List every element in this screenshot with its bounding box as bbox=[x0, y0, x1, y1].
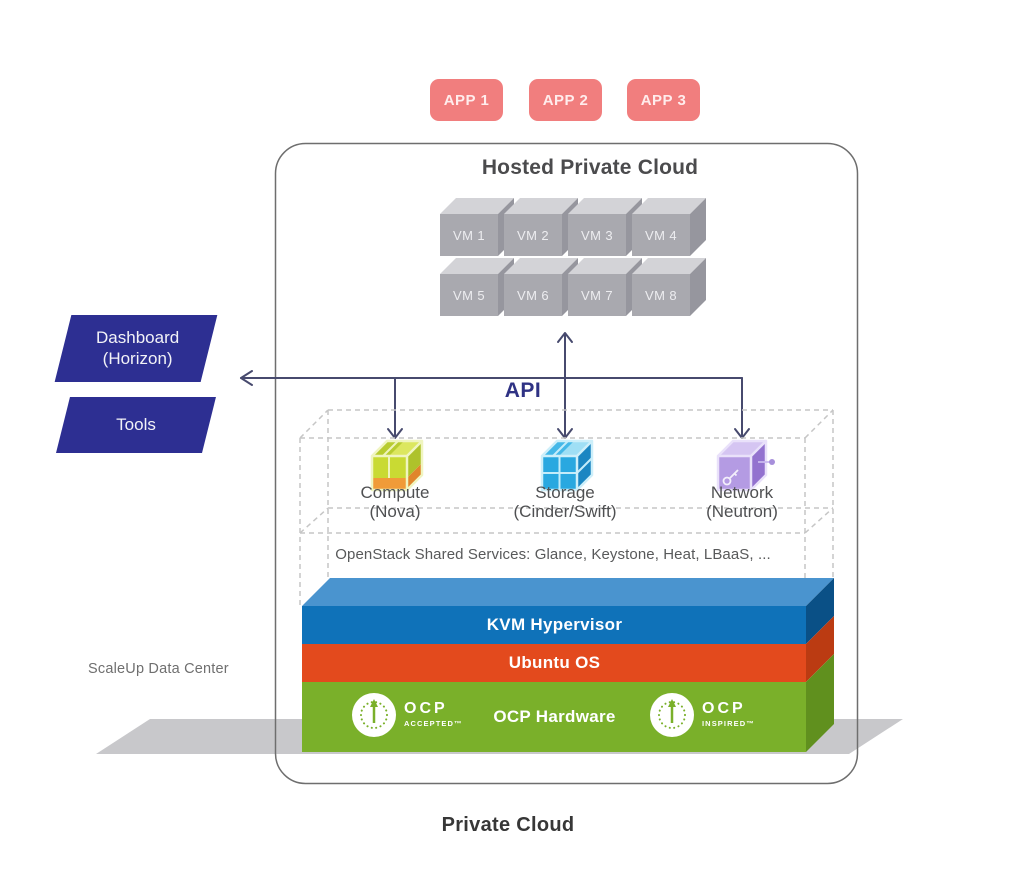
storage-name: Storage bbox=[535, 483, 595, 502]
app-1-button: APP 1 bbox=[430, 79, 503, 121]
tools-shape: Tools bbox=[56, 397, 216, 453]
kvm-layer-front bbox=[302, 606, 806, 644]
dashboard-label: Dashboard (Horizon) bbox=[65, 315, 211, 369]
ocp-inspired-badge-icon bbox=[650, 693, 694, 737]
kvm-layer-top bbox=[302, 578, 834, 606]
app-3-button: APP 3 bbox=[627, 79, 700, 121]
network-subtitle: (Neutron) bbox=[706, 502, 778, 521]
dashboard-line2: (Horizon) bbox=[102, 349, 173, 368]
ocp-inspired-subtitle: INSPIRED™ bbox=[702, 719, 755, 728]
compute-label: Compute (Nova) bbox=[325, 483, 465, 521]
ocp-hardware-label: OCP Hardware bbox=[493, 707, 616, 726]
up-arrowhead-icon bbox=[557, 332, 573, 343]
dashboard-line1: Dashboard bbox=[96, 328, 180, 347]
vm-label: VM 2 bbox=[517, 227, 549, 243]
vm-label: VM 3 bbox=[581, 227, 613, 243]
ocp-accepted-title: OCP bbox=[404, 700, 448, 717]
vm-cube: VM 7 bbox=[568, 274, 626, 316]
storage-label: Storage (Cinder/Swift) bbox=[485, 483, 645, 521]
vm-label: VM 4 bbox=[645, 227, 677, 243]
vm-label: VM 6 bbox=[517, 287, 549, 303]
vm-cube: VM 5 bbox=[440, 274, 498, 316]
ocp-layer-side bbox=[806, 654, 834, 752]
kvm-layer-side bbox=[806, 578, 834, 644]
vm-cube: VM 8 bbox=[632, 274, 690, 316]
hosted-cloud-container-border bbox=[274, 142, 859, 785]
hosted-private-cloud-title: Hosted Private Cloud bbox=[481, 156, 699, 179]
network-label: Network (Neutron) bbox=[672, 483, 812, 521]
kvm-hypervisor-label: KVM Hypervisor bbox=[486, 615, 623, 634]
api-label: API bbox=[504, 379, 542, 402]
vm-cube: VM 2 bbox=[504, 214, 562, 256]
tools-label: Tools bbox=[116, 415, 156, 434]
compute-name: Compute bbox=[360, 483, 430, 502]
vm-cube: VM 1 bbox=[440, 214, 498, 256]
dashboard-horizon-shape: Dashboard (Horizon) bbox=[54, 315, 218, 382]
ubuntu-layer-side bbox=[806, 616, 834, 682]
ocp-accepted-badge-icon bbox=[352, 693, 396, 737]
ocp-inspired-title: OCP bbox=[702, 700, 746, 717]
vm-label: VM 7 bbox=[581, 287, 613, 303]
vm-label: VM 5 bbox=[453, 287, 485, 303]
api-arrows bbox=[240, 332, 750, 439]
openstack-dashed-box bbox=[299, 409, 834, 606]
vm-label: VM 1 bbox=[453, 227, 485, 243]
network-name: Network bbox=[710, 483, 774, 502]
network-cube-icon bbox=[716, 439, 775, 492]
storage-subtitle: (Cinder/Swift) bbox=[513, 502, 617, 521]
ubuntu-layer-front bbox=[302, 644, 806, 682]
down-arrowhead-network-icon bbox=[734, 428, 750, 439]
vm-cube: VM 4 bbox=[632, 214, 690, 256]
ubuntu-os-label: Ubuntu OS bbox=[508, 653, 601, 672]
compute-cube-icon bbox=[370, 439, 424, 492]
ocp-accepted-subtitle: ACCEPTED™ bbox=[404, 719, 463, 728]
compute-subtitle: (Nova) bbox=[369, 502, 421, 521]
infrastructure-stack bbox=[302, 578, 834, 752]
scaleup-datacenter-label: ScaleUp Data Center bbox=[88, 661, 229, 677]
vm-cube: VM 3 bbox=[568, 214, 626, 256]
shared-services-label: OpenStack Shared Services: Glance, Keyst… bbox=[335, 546, 771, 563]
private-cloud-caption: Private Cloud bbox=[441, 814, 575, 836]
vm-cube: VM 6 bbox=[504, 274, 562, 316]
down-arrowhead-compute-icon bbox=[387, 428, 403, 439]
left-arrowhead-icon bbox=[240, 370, 253, 386]
storage-cube-icon bbox=[540, 439, 594, 492]
app-2-button: APP 2 bbox=[529, 79, 602, 121]
down-arrowhead-storage-icon bbox=[557, 428, 573, 439]
vm-label: VM 8 bbox=[645, 287, 677, 303]
